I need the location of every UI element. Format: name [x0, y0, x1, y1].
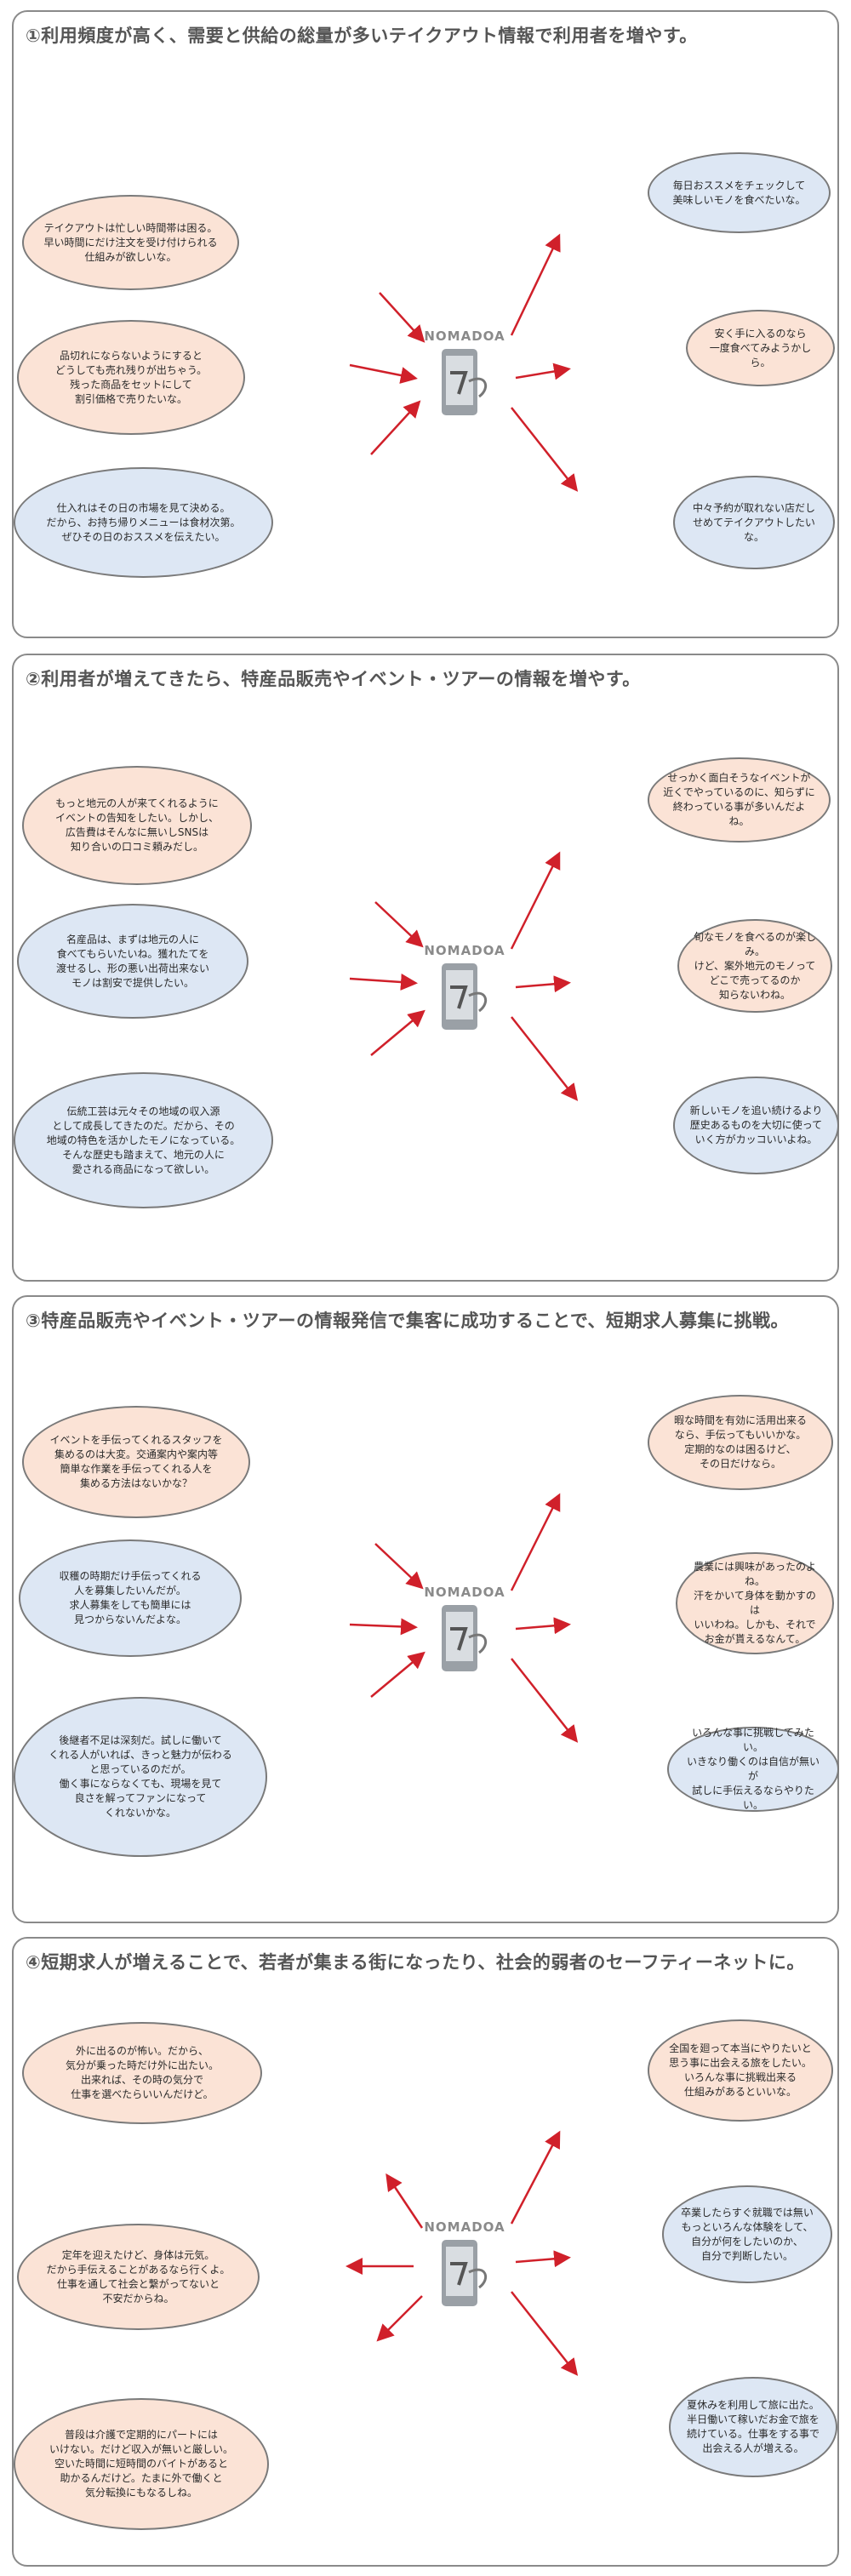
section-3-right-bubble-3: いろんな事に挑戦してみたい。 いきなり働くのは自信が無いが 試しに手伝えるならや…	[667, 1727, 839, 1812]
section-1-right-bubble-1: 毎日おススメをチェックして 美味しいモノを食べたいな。	[648, 152, 831, 233]
section-3-arrows	[349, 1493, 579, 1743]
nomadoa-hub: NOMADOA	[418, 328, 511, 420]
section-4-left-bubble-2: 定年を迎えたけど、身体は元気。 だから手伝えることがあるなら行くよ。 仕事を通し…	[17, 2224, 260, 2330]
section-4-left-bubble-3: 普段は介護で定期的にパートには いけない。だけど収入が無いと厳しい。 空いた時間…	[14, 2398, 269, 2530]
section-3-left-bubble-2: 収穫の時期だけ手伝ってくれる 人を募集したいんだが。 求人募集をしても簡単には …	[19, 1539, 242, 1657]
section-4-title: ④短期求人が増えることで、若者が集まる街になったり、社会的弱者のセーフティーネッ…	[26, 1952, 805, 1973]
section-3-title: ③特産品販売やイベント・ツアーの情報発信で集客に成功することで、短期求人募集に挑…	[26, 1311, 790, 1331]
section-2-left-bubble-1: もっと地元の人が来てくれるように イベントの告知をしたい。しかし、 広告費はそん…	[22, 766, 252, 885]
nomadoa-logo: NOMADOA	[424, 328, 505, 344]
section-1-title: ①利用頻度が高く、需要と供給の総量が多いテイクアウト情報で利用者を増やす。	[26, 26, 698, 46]
section-1-panel: ①利用頻度が高く、需要と供給の総量が多いテイクアウト情報で利用者を増やす。 テイ…	[12, 10, 839, 638]
section-3-left-bubble-3: 後継者不足は深刻だ。試しに働いて くれる人がいれば、きっと魅力が伝わる と思って…	[14, 1697, 267, 1857]
nomadoa-logo: NOMADOA	[424, 943, 505, 958]
section-2-arrows	[349, 851, 579, 1101]
section-4-right-bubble-2: 卒業したらすぐ就職では無い もっといろんな体験をして、 自分が何をしたいのか、 …	[662, 2185, 832, 2283]
bubble-text: 外に出るのが怖い。だから、 気分が乗った時だけ外に出たい。 出来れば、その時の気…	[65, 2045, 219, 2100]
bubble-text: もっと地元の人が来てくれるように イベントの告知をしたい。しかし、 広告費はそん…	[54, 797, 219, 853]
phone-icon	[442, 1605, 488, 1671]
section-4-panel: ④短期求人が増えることで、若者が集まる街になったり、社会的弱者のセーフティーネッ…	[12, 1937, 839, 2567]
bubble-text: 全国を廻って本当にやりたいと 思う事に出会える旅をしたい。 いろんな事に挑戦出来…	[669, 2042, 812, 2098]
bubble-text: 仕入れはその日の市場を見て決める。 だから、お持ち帰りメニューは食材次第。 ぜひ…	[46, 501, 241, 543]
bubble-text: 毎日おススメをチェックして 美味しいモノを食べたいな。	[672, 179, 806, 206]
phone-icon	[442, 963, 488, 1030]
section-2-left-bubble-3: 伝統工芸は元々その地域の収入源 として成長してきたのだ。だから、その 地域の特色…	[14, 1072, 273, 1208]
bubble-text: テイクアウトは忙しい時間帯は困る。 早い時間にだけ注文を受け付けられる 仕組みが…	[43, 221, 218, 263]
section-4-arrows	[346, 2130, 579, 2376]
bubble-text: 普段は介護で定期的にパートには いけない。だけど収入が無いと厳しい。 空いた時間…	[49, 2429, 233, 2499]
bubble-text: 中々予約が取れない店だし せめてテイクアウトしたいな。	[692, 501, 815, 543]
bubble-text: 品切れにならないようにすると どうしても売れ残りが出ちゃう。 残った商品をセット…	[54, 349, 208, 405]
section-1-right-bubble-3: 中々予約が取れない店だし せめてテイクアウトしたいな。	[673, 476, 835, 569]
section-1-right-bubble-2: 安く手に入るのなら 一度食べてみようかしら。	[686, 310, 835, 386]
bubble-text: 名産品は、まずは地元の人に 食べてもらいたいね。獲れたてを 渡せるし、形の悪い出…	[55, 933, 209, 989]
section-2-right-bubble-3: 新しいモノを追い続けるより 歴史あるものを大切に使って いく方がカッコいいよね。	[673, 1077, 839, 1174]
section-3-panel: ③特産品販売やイベント・ツアーの情報発信で集客に成功することで、短期求人募集に挑…	[12, 1295, 839, 1923]
section-4-right-bubble-1: 全国を廻って本当にやりたいと 思う事に出会える旅をしたい。 いろんな事に挑戦出来…	[648, 2019, 833, 2122]
bubble-text: 新しいモノを追い続けるより 歴史あるものを大切に使って いく方がカッコいいよね。	[689, 1105, 823, 1145]
bubble-text: 夏休みを利用して旅に出た。 半日働いて稼いだお金で旅を 続けている。仕事をする事…	[686, 2399, 820, 2454]
section-1-left-bubble-2: 品切れにならないようにすると どうしても売れ残りが出ちゃう。 残った商品をセット…	[17, 320, 245, 435]
section-3-right-bubble-1: 暇な時間を有効に活用出来る なら、手伝ってもいいかな。 定期的なのは困るけど、 …	[648, 1395, 833, 1490]
section-3-right-bubble-2: 農業には興味があったのよね。 汗をかいて身体を動かすのは いいわね。しかも、それ…	[676, 1552, 834, 1654]
bubble-text: 農業には興味があったのよね。 汗をかいて身体を動かすのは いいわね。しかも、それ…	[693, 1561, 816, 1645]
section-1-left-bubble-1: テイクアウトは忙しい時間帯は困る。 早い時間にだけ注文を受け付けられる 仕組みが…	[22, 195, 239, 290]
section-2-panel: ②利用者が増えてきたら、特産品販売やイベント・ツアーの情報を増やす。 もっと地元…	[12, 654, 839, 1282]
bubble-text: 旬なモノを食べるのが楽しみ。 けど、案外地元のモノって どこで売ってるのか 知ら…	[693, 930, 816, 1001]
nomadoa-logo: NOMADOA	[424, 1585, 505, 1600]
bubble-text: せっかく面白そうなイベントが 近くでやっているのに、知らずに 終わっている事が多…	[663, 772, 815, 827]
nomadoa-hub: NOMADOA	[418, 2219, 511, 2310]
section-1-arrows	[349, 233, 579, 492]
bubble-text: 安く手に入るのなら 一度食べてみようかしら。	[709, 327, 812, 368]
bubble-text: いろんな事に挑戦してみたい。 いきなり働くのは自信が無いが 試しに手伝えるならや…	[686, 1727, 820, 1811]
nomadoa-logo: NOMADOA	[424, 2219, 505, 2235]
nomadoa-hub: NOMADOA	[418, 1585, 511, 1676]
section-4-right-bubble-3: 夏休みを利用して旅に出た。 半日働いて稼いだお金で旅を 続けている。仕事をする事…	[669, 2377, 837, 2477]
bubble-text: 暇な時間を有効に活用出来る なら、手伝ってもいいかな。 定期的なのは困るけど、 …	[673, 1414, 807, 1470]
bubble-text: 後継者不足は深刻だ。試しに働いて くれる人がいれば、きっと魅力が伝わる と思って…	[49, 1734, 232, 1819]
phone-icon	[442, 2240, 488, 2306]
bubble-text: 伝統工芸は元々その地域の収入源 として成長してきたのだ。だから、その 地域の特色…	[46, 1105, 241, 1175]
section-1-left-bubble-3: 仕入れはその日の市場を見て決める。 だから、お持ち帰りメニューは食材次第。 ぜひ…	[14, 467, 273, 578]
phone-icon	[442, 349, 488, 415]
section-4-left-bubble-1: 外に出るのが怖い。だから、 気分が乗った時だけ外に出たい。 出来れば、その時の気…	[22, 2022, 262, 2124]
nomadoa-hub: NOMADOA	[418, 943, 511, 1034]
section-2-right-bubble-2: 旬なモノを食べるのが楽しみ。 けど、案外地元のモノって どこで売ってるのか 知ら…	[677, 919, 832, 1013]
section-2-title: ②利用者が増えてきたら、特産品販売やイベント・ツアーの情報を増やす。	[26, 669, 641, 689]
bubble-text: 定年を迎えたけど、身体は元気。 だから手伝えることがあるなら行くよ。 仕事を通し…	[46, 2248, 231, 2305]
section-3-left-bubble-1: イベントを手伝ってくれるスタッフを 集めるのは大変。交通案内や案内等 簡単な作業…	[22, 1406, 250, 1518]
bubble-text: 卒業したらすぐ就職では無い もっといろんな体験をして、 自分が何をしたいのか、 …	[681, 2206, 814, 2262]
section-2-left-bubble-2: 名産品は、まずは地元の人に 食べてもらいたいね。獲れたてを 渡せるし、形の悪い出…	[17, 904, 248, 1019]
section-2-right-bubble-1: せっかく面白そうなイベントが 近くでやっているのに、知らずに 終わっている事が多…	[648, 757, 831, 842]
bubble-text: 収穫の時期だけ手伝ってくれる 人を募集したいんだが。 求人募集をしても簡単には …	[59, 1570, 202, 1625]
bubble-text: イベントを手伝ってくれるスタッフを 集めるのは大変。交通案内や案内等 簡単な作業…	[49, 1434, 223, 1489]
